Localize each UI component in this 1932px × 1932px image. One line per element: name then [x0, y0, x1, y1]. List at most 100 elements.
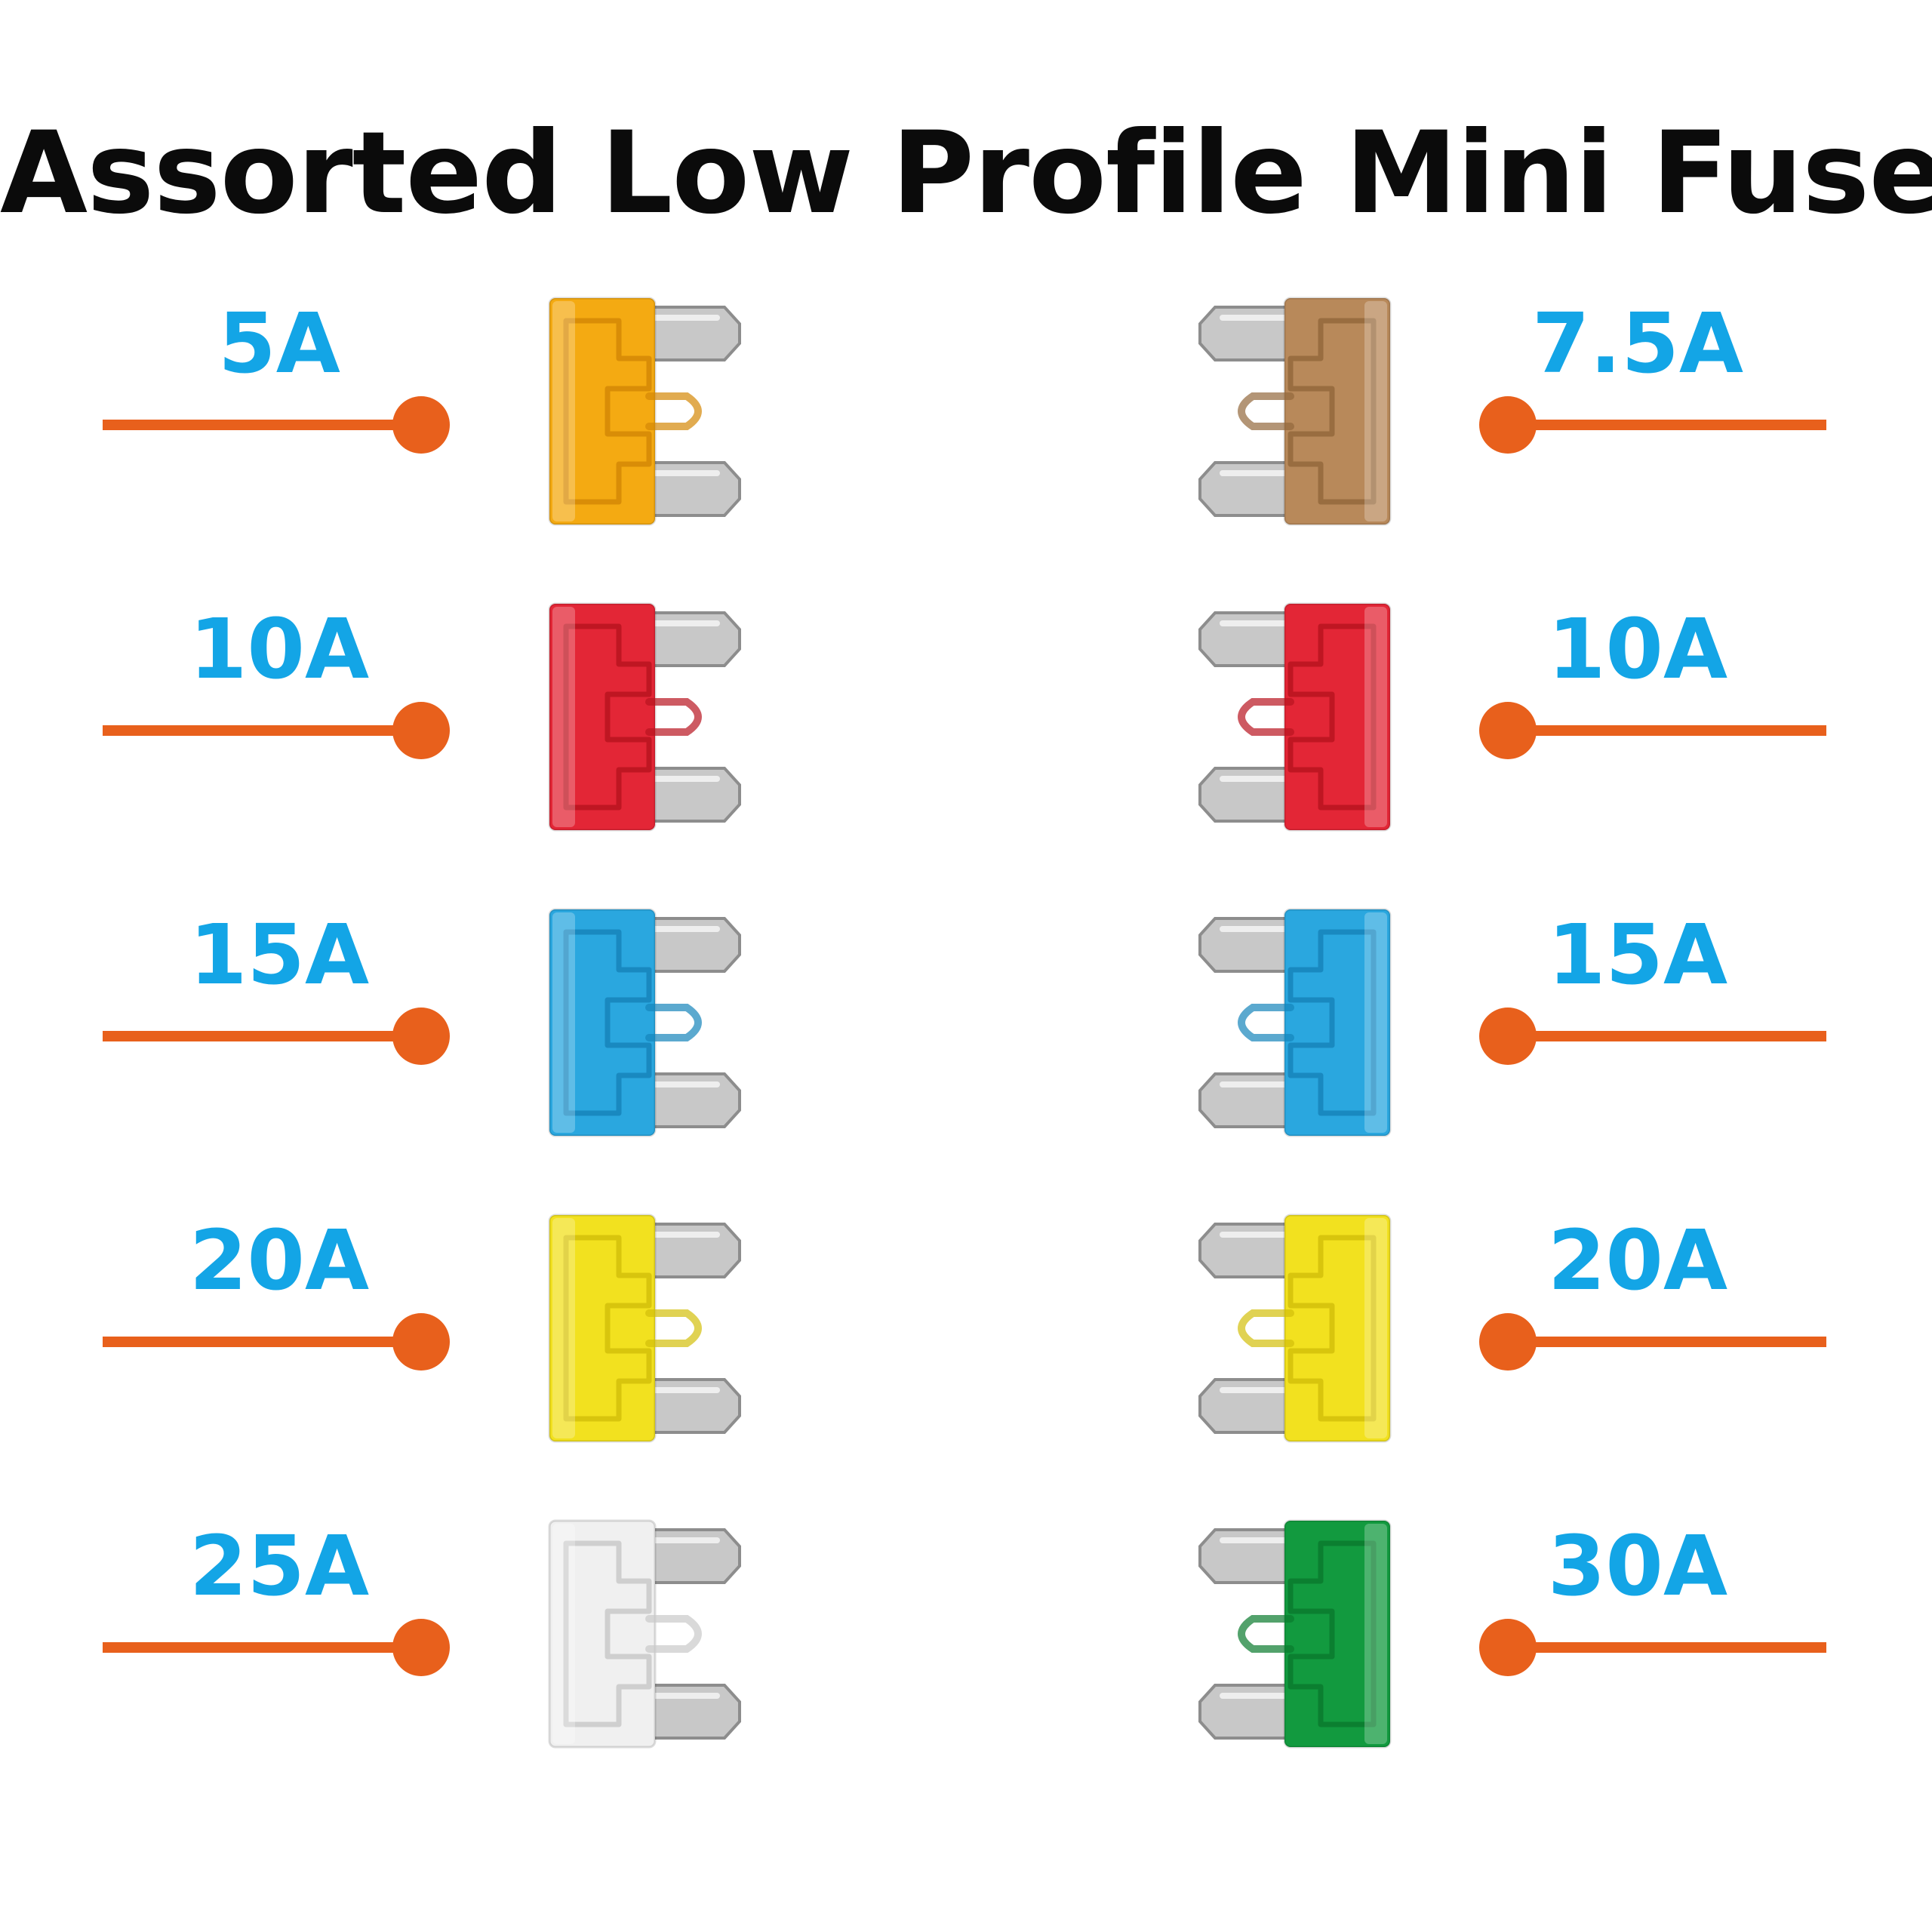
fuse-body — [548, 602, 657, 832]
fuse-body-detail — [1287, 1540, 1377, 1727]
fuse-graphic — [1198, 602, 1392, 832]
fuse-graphic — [548, 1214, 741, 1443]
leader-line-stroke — [103, 725, 435, 736]
fuse-rating-label: 7.5A — [1532, 295, 1743, 392]
fuse-graphic — [548, 1519, 741, 1749]
fuse-graphic — [548, 908, 741, 1137]
fuse-rating-label: 15A — [189, 906, 370, 1003]
fuse-graphic — [548, 602, 741, 832]
body-shine — [552, 912, 575, 1133]
leader-dot — [1479, 702, 1537, 759]
leader-line-stroke — [1494, 1642, 1826, 1653]
fuse-body-detail — [1287, 1235, 1377, 1422]
fuse-body-detail — [1287, 623, 1377, 811]
leader-line-stroke — [103, 1337, 435, 1347]
leader-dot — [392, 396, 450, 454]
leader-dot — [392, 1619, 450, 1676]
leader-line-stroke — [1494, 1031, 1826, 1041]
fuse-body-detail — [563, 929, 652, 1116]
leader-dot — [1479, 1008, 1537, 1065]
fuse-rating-label: 15A — [1547, 906, 1728, 1003]
fuse-body — [1283, 602, 1392, 832]
fuse-20a — [536, 1208, 762, 1449]
fuse-body-detail — [563, 1540, 652, 1727]
leader-dot — [1479, 1619, 1537, 1676]
fuse-graphic — [548, 297, 741, 526]
fuse-15a — [536, 902, 762, 1143]
leader-line-stroke — [103, 420, 435, 430]
leader-line — [103, 396, 450, 454]
fuse-rating-label: 20A — [1547, 1212, 1728, 1309]
fuse-graphic — [1198, 908, 1392, 1137]
leader-line-stroke — [1494, 1337, 1826, 1347]
leader-dot — [1479, 1313, 1537, 1371]
fuse-body — [1283, 1519, 1392, 1749]
fuse-body — [548, 1519, 657, 1749]
body-shine — [552, 1524, 575, 1744]
leader-dot — [392, 1008, 450, 1065]
fuse-element — [645, 1615, 702, 1653]
fuse-rating-label: 20A — [189, 1212, 370, 1309]
fuse-element — [1238, 392, 1294, 430]
leader-dot — [392, 1313, 450, 1371]
fuse-20a — [1177, 1208, 1404, 1449]
leader-line-stroke — [103, 1031, 435, 1041]
fuse-25a — [536, 1513, 762, 1755]
fuse-body — [548, 1214, 657, 1443]
fuse-body-detail — [563, 623, 652, 811]
fuse-element — [1238, 698, 1294, 736]
fuse-element — [645, 1309, 702, 1347]
fuse-element — [1238, 1004, 1294, 1041]
leader-line-stroke — [103, 1642, 435, 1653]
fuse-rating-label: 5A — [218, 295, 340, 392]
fuse-element — [645, 392, 702, 430]
leader-line — [103, 1619, 450, 1676]
body-shine — [552, 607, 575, 827]
fuse-element — [1238, 1615, 1294, 1653]
fuse-body-detail — [1287, 318, 1377, 505]
body-shine — [1364, 912, 1387, 1133]
fuse-graphic — [1198, 1519, 1392, 1749]
fuse-10a — [536, 596, 762, 838]
fuse-body — [1283, 297, 1392, 526]
body-shine — [1364, 1524, 1387, 1744]
leader-line — [103, 1008, 450, 1065]
body-shine — [552, 301, 575, 521]
leader-line — [103, 702, 450, 759]
fuse-7-5a — [1177, 291, 1404, 532]
body-shine — [1364, 301, 1387, 521]
leader-line-stroke — [1494, 725, 1826, 736]
fuse-30a — [1177, 1513, 1404, 1755]
fuse-body — [1283, 908, 1392, 1137]
leader-line — [1479, 396, 1826, 454]
fuse-element — [645, 698, 702, 736]
fuse-10a — [1177, 596, 1404, 838]
fuse-body-detail — [1287, 929, 1377, 1116]
body-shine — [1364, 1218, 1387, 1438]
fuse-body — [1283, 1214, 1392, 1443]
fuse-graphic — [1198, 297, 1392, 526]
body-shine — [552, 1218, 575, 1438]
leader-line — [1479, 1619, 1826, 1676]
leader-line — [1479, 1313, 1826, 1371]
fuse-rating-label: 30A — [1547, 1518, 1728, 1614]
fuse-5a — [536, 291, 762, 532]
leader-line — [103, 1313, 450, 1371]
page-title: Assorted Low Profile Mini Fuses — [0, 108, 1932, 239]
fuse-element — [645, 1004, 702, 1041]
leader-line — [1479, 702, 1826, 759]
fuse-15a — [1177, 902, 1404, 1143]
fuse-rating-label: 10A — [1547, 601, 1728, 697]
body-shine — [1364, 607, 1387, 827]
fuse-body-detail — [563, 318, 652, 505]
fuse-body-detail — [563, 1235, 652, 1422]
fuse-element — [1238, 1309, 1294, 1347]
fuse-body — [548, 908, 657, 1137]
leader-line — [1479, 1008, 1826, 1065]
fuse-rating-label: 10A — [189, 601, 370, 697]
leader-dot — [1479, 396, 1537, 454]
leader-line-stroke — [1494, 420, 1826, 430]
fuse-graphic — [1198, 1214, 1392, 1443]
fuse-rating-label: 25A — [189, 1518, 370, 1614]
